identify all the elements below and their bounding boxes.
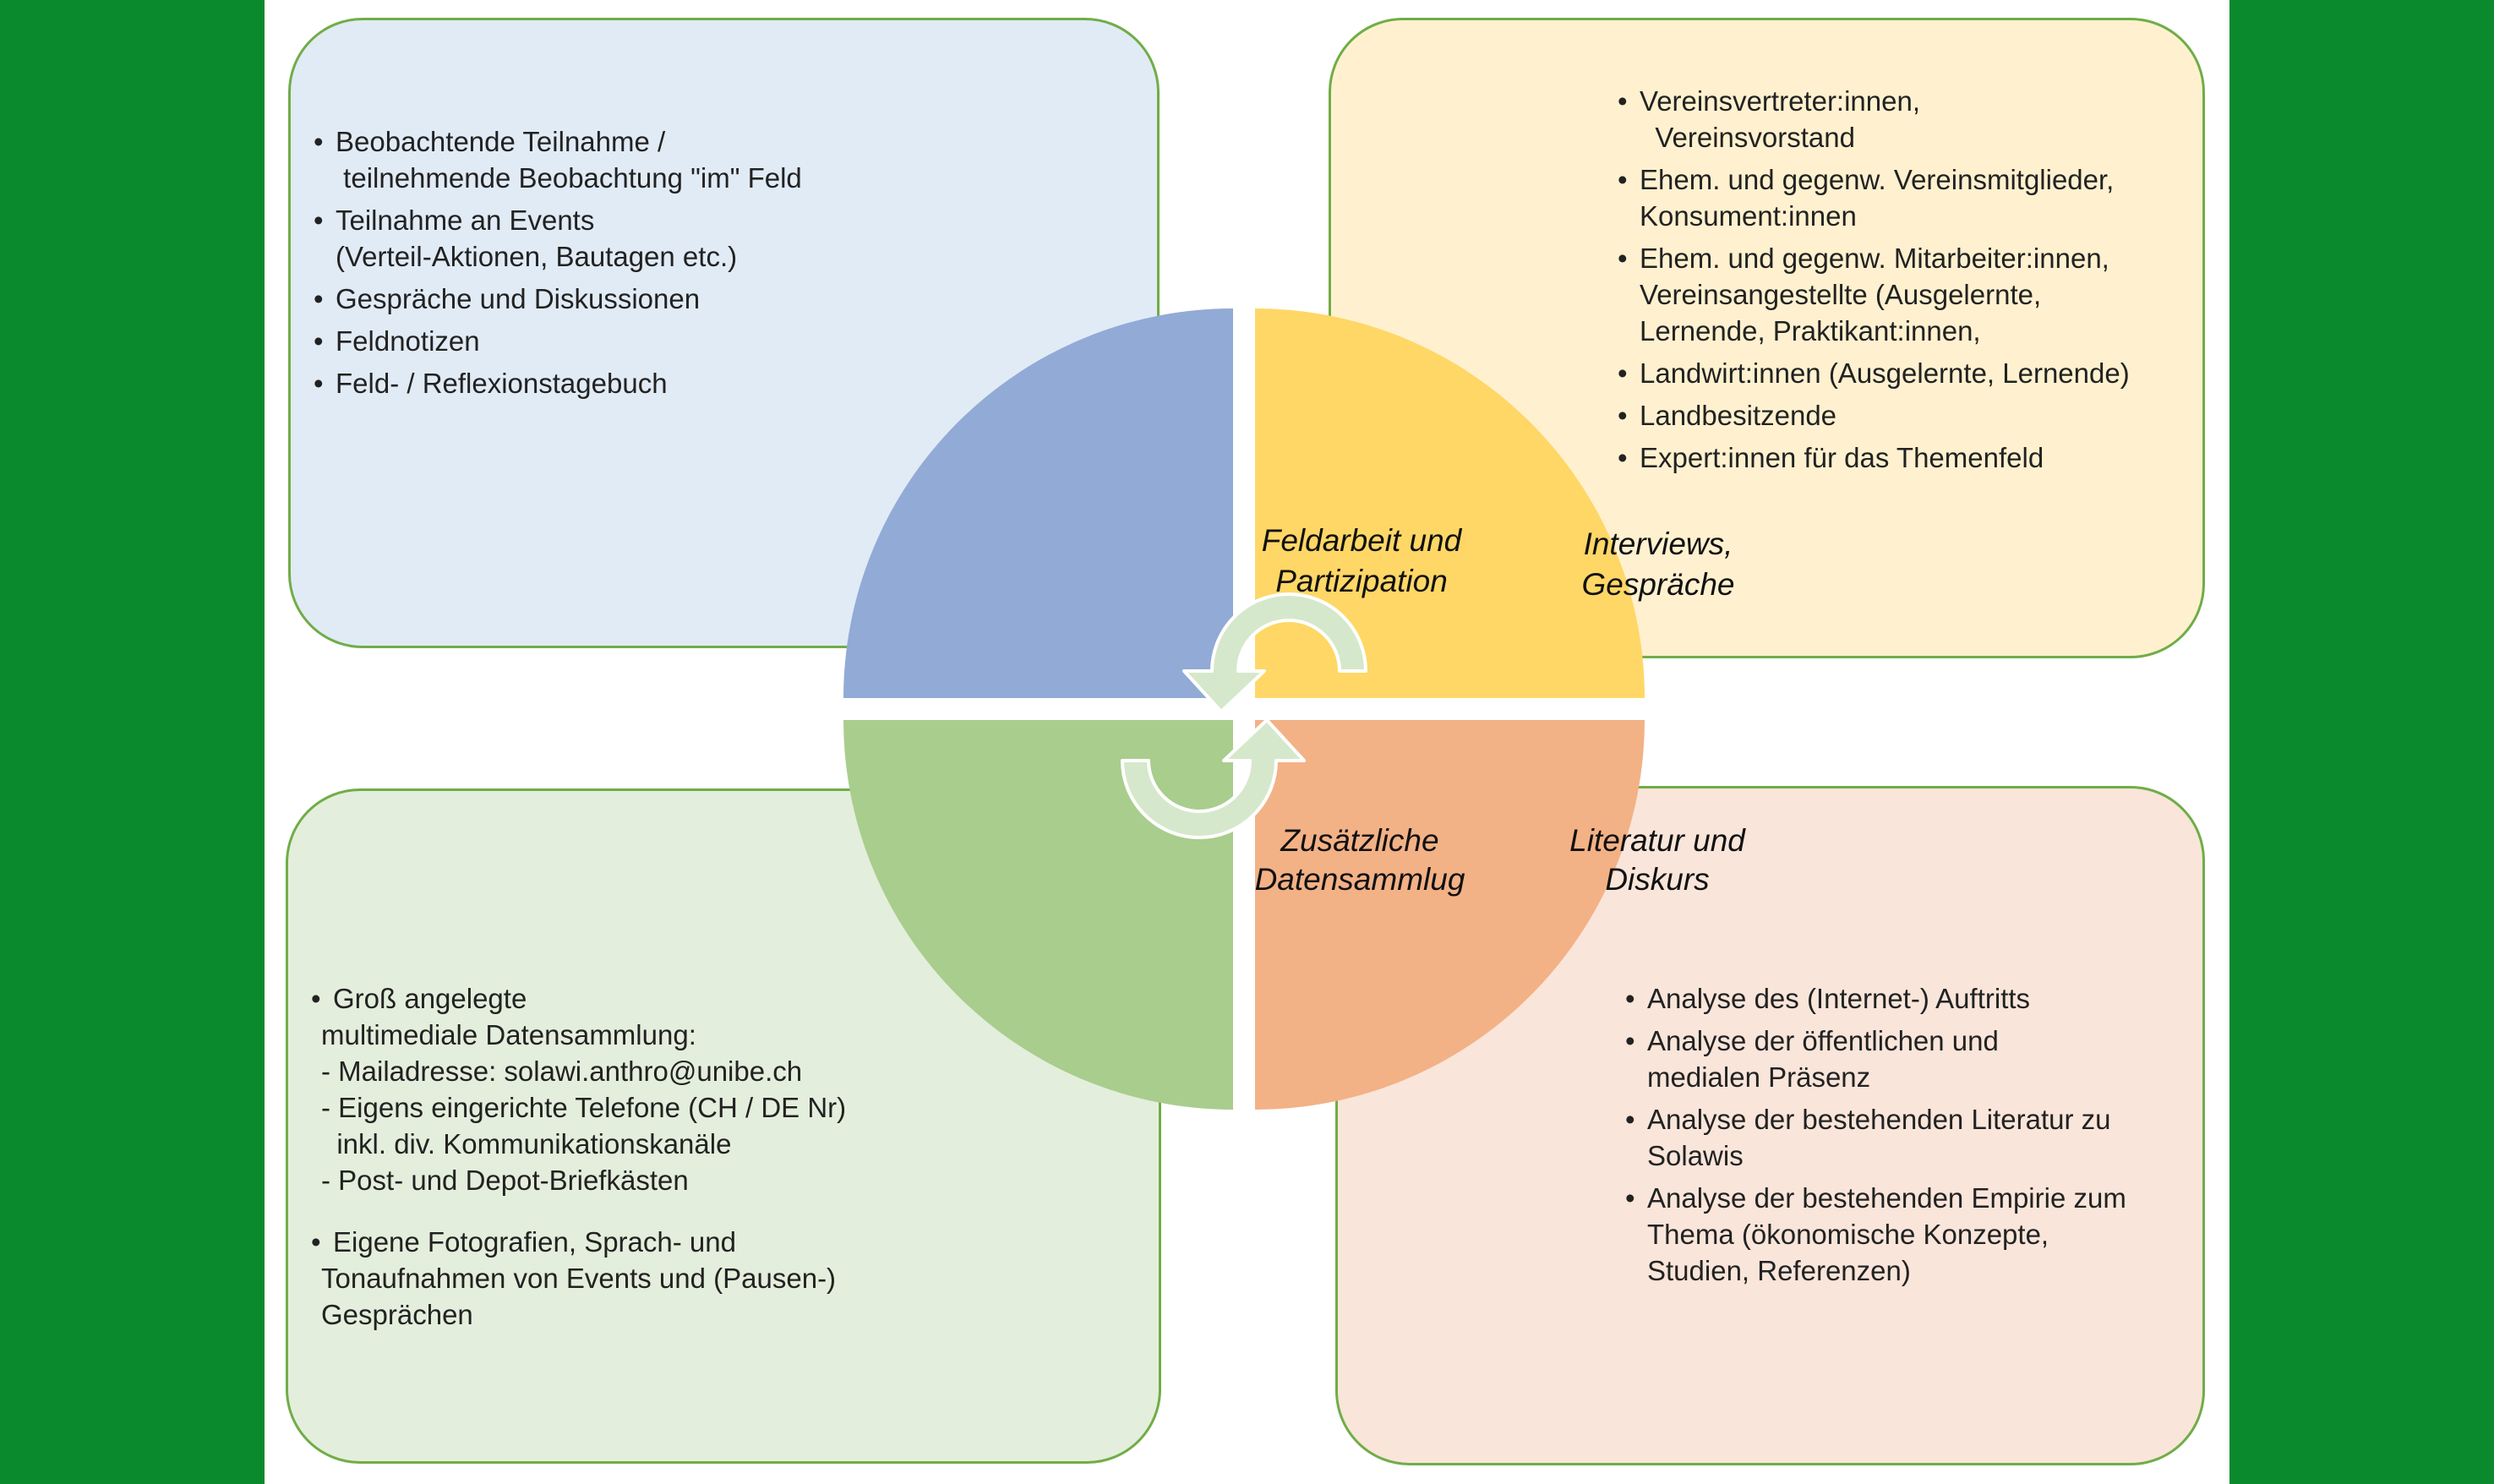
sub-item-mail: - Mailadresse: solawi.anthro@unibe.ch — [321, 1056, 803, 1087]
sub-item-mailbox: - Post- und Depot-Briefkästen — [321, 1165, 689, 1196]
quadrant-label-fieldwork-line1: Feldarbeit und — [1262, 523, 1463, 558]
list-item: Ehem. und gegenw. Vereinsmitglieder, Kon… — [1618, 161, 2130, 234]
quadrant-additional-data — [843, 720, 1233, 1110]
quadrant-label-interviews-line2: Gespräche — [1582, 567, 1735, 602]
list-item: Feld- / Reflexionstagebuch — [314, 365, 802, 401]
list-item: Gespräche und Diskussionen — [314, 281, 802, 317]
list-item: Feldnotizen — [314, 323, 802, 359]
quadrant-label-additional-data-line1: Zusätzliche — [1280, 823, 1438, 858]
list-item-continuation: multimediale Datensammlung: — [321, 1019, 696, 1050]
list-item: Landbesitzende — [1618, 397, 2130, 434]
quadrant-fieldwork — [843, 308, 1233, 698]
quadrant-label-additional-data-line2: Datensammlug — [1255, 862, 1465, 897]
fieldwork-list: Beobachtende Teilnahme / teilnehmende Be… — [314, 123, 802, 407]
list-item: Landwirt:innen (Ausgelernte, Lernende) — [1618, 355, 2130, 391]
cycle-wheel: Feldarbeit und Partizipation Interviews,… — [843, 308, 1746, 1110]
quadrant-label-fieldwork-line2: Partizipation — [1275, 564, 1448, 598]
list-item: Analyse der bestehenden Literatur zu Sol… — [1625, 1101, 2126, 1174]
quadrant-label-literature-line1: Literatur und — [1569, 823, 1746, 858]
list-item: Teilnahme an Events (Verteil-Aktionen, B… — [314, 202, 802, 275]
sub-item-phone-continuation: inkl. div. Kommunikationskanäle — [321, 1128, 732, 1159]
list-item: Vereinsvertreter:innen, Vereinsvorstand — [1618, 83, 2130, 155]
list-item: Analyse der öffentlichen und medialen Pr… — [1625, 1023, 2126, 1095]
quadrant-label-literature-line2: Diskurs — [1605, 862, 1709, 897]
sub-item-phone: - Eigens eingerichte Telefone (CH / DE N… — [321, 1092, 847, 1123]
list-item: Ehem. und gegenw. Mitarbeiter:innen, Ver… — [1618, 240, 2130, 349]
list-item: Groß angelegte — [311, 980, 846, 1017]
quadrant-interviews — [1255, 308, 1645, 698]
cycle-arrow-bottom — [1121, 718, 1306, 839]
interviews-list: Vereinsvertreter:innen, Vereinsvorstand … — [1618, 83, 2130, 482]
additional-data-list: Groß angelegte multimediale Datensammlun… — [311, 980, 846, 1339]
list-item: Analyse des (Internet-) Auftritts — [1625, 980, 2126, 1017]
cycle-arrow-top — [1182, 592, 1367, 713]
list-item: Analyse der bestehenden Empirie zum Them… — [1625, 1180, 2126, 1289]
list-item-continuation: Tonaufnahmen von Events und (Pausen-) — [321, 1263, 837, 1294]
quadrant-literature — [1255, 720, 1645, 1110]
diagram-canvas: Beobachtende Teilnahme / teilnehmende Be… — [265, 0, 2229, 1484]
literature-list: Analyse des (Internet-) Auftritts Analys… — [1625, 980, 2126, 1295]
list-item: Beobachtende Teilnahme / teilnehmende Be… — [314, 123, 802, 196]
quadrant-label-interviews-line1: Interviews, — [1584, 526, 1733, 561]
list-item-continuation: Gesprächen — [321, 1299, 473, 1330]
list-item: Expert:innen für das Themenfeld — [1618, 439, 2130, 476]
list-item: Eigene Fotografien, Sprach- und — [311, 1224, 846, 1260]
